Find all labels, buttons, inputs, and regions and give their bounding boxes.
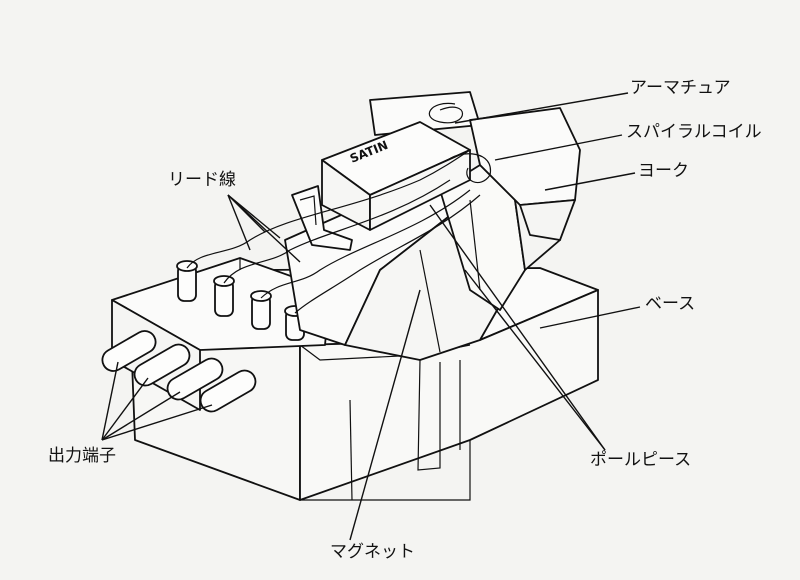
leader-lines bbox=[101, 92, 641, 541]
wire-clip bbox=[291, 185, 353, 251]
label-magnet: マグネット bbox=[330, 542, 415, 562]
lead-wires bbox=[186, 149, 481, 314]
spiral-coil bbox=[428, 102, 491, 184]
label-base: ベース bbox=[645, 294, 696, 314]
label-pole-piece: ポールピース bbox=[590, 450, 692, 470]
label-armature: アーマチュア bbox=[630, 78, 731, 98]
output-terminal-pins bbox=[101, 330, 257, 413]
label-spiral-coil: スパイラルコイル bbox=[626, 122, 762, 142]
label-output-terminal: 出力端子 bbox=[48, 446, 116, 466]
label-yoke: ヨーク bbox=[638, 161, 689, 181]
label-lead-wire: リード線 bbox=[168, 170, 236, 190]
yoke-head bbox=[369, 91, 581, 241]
